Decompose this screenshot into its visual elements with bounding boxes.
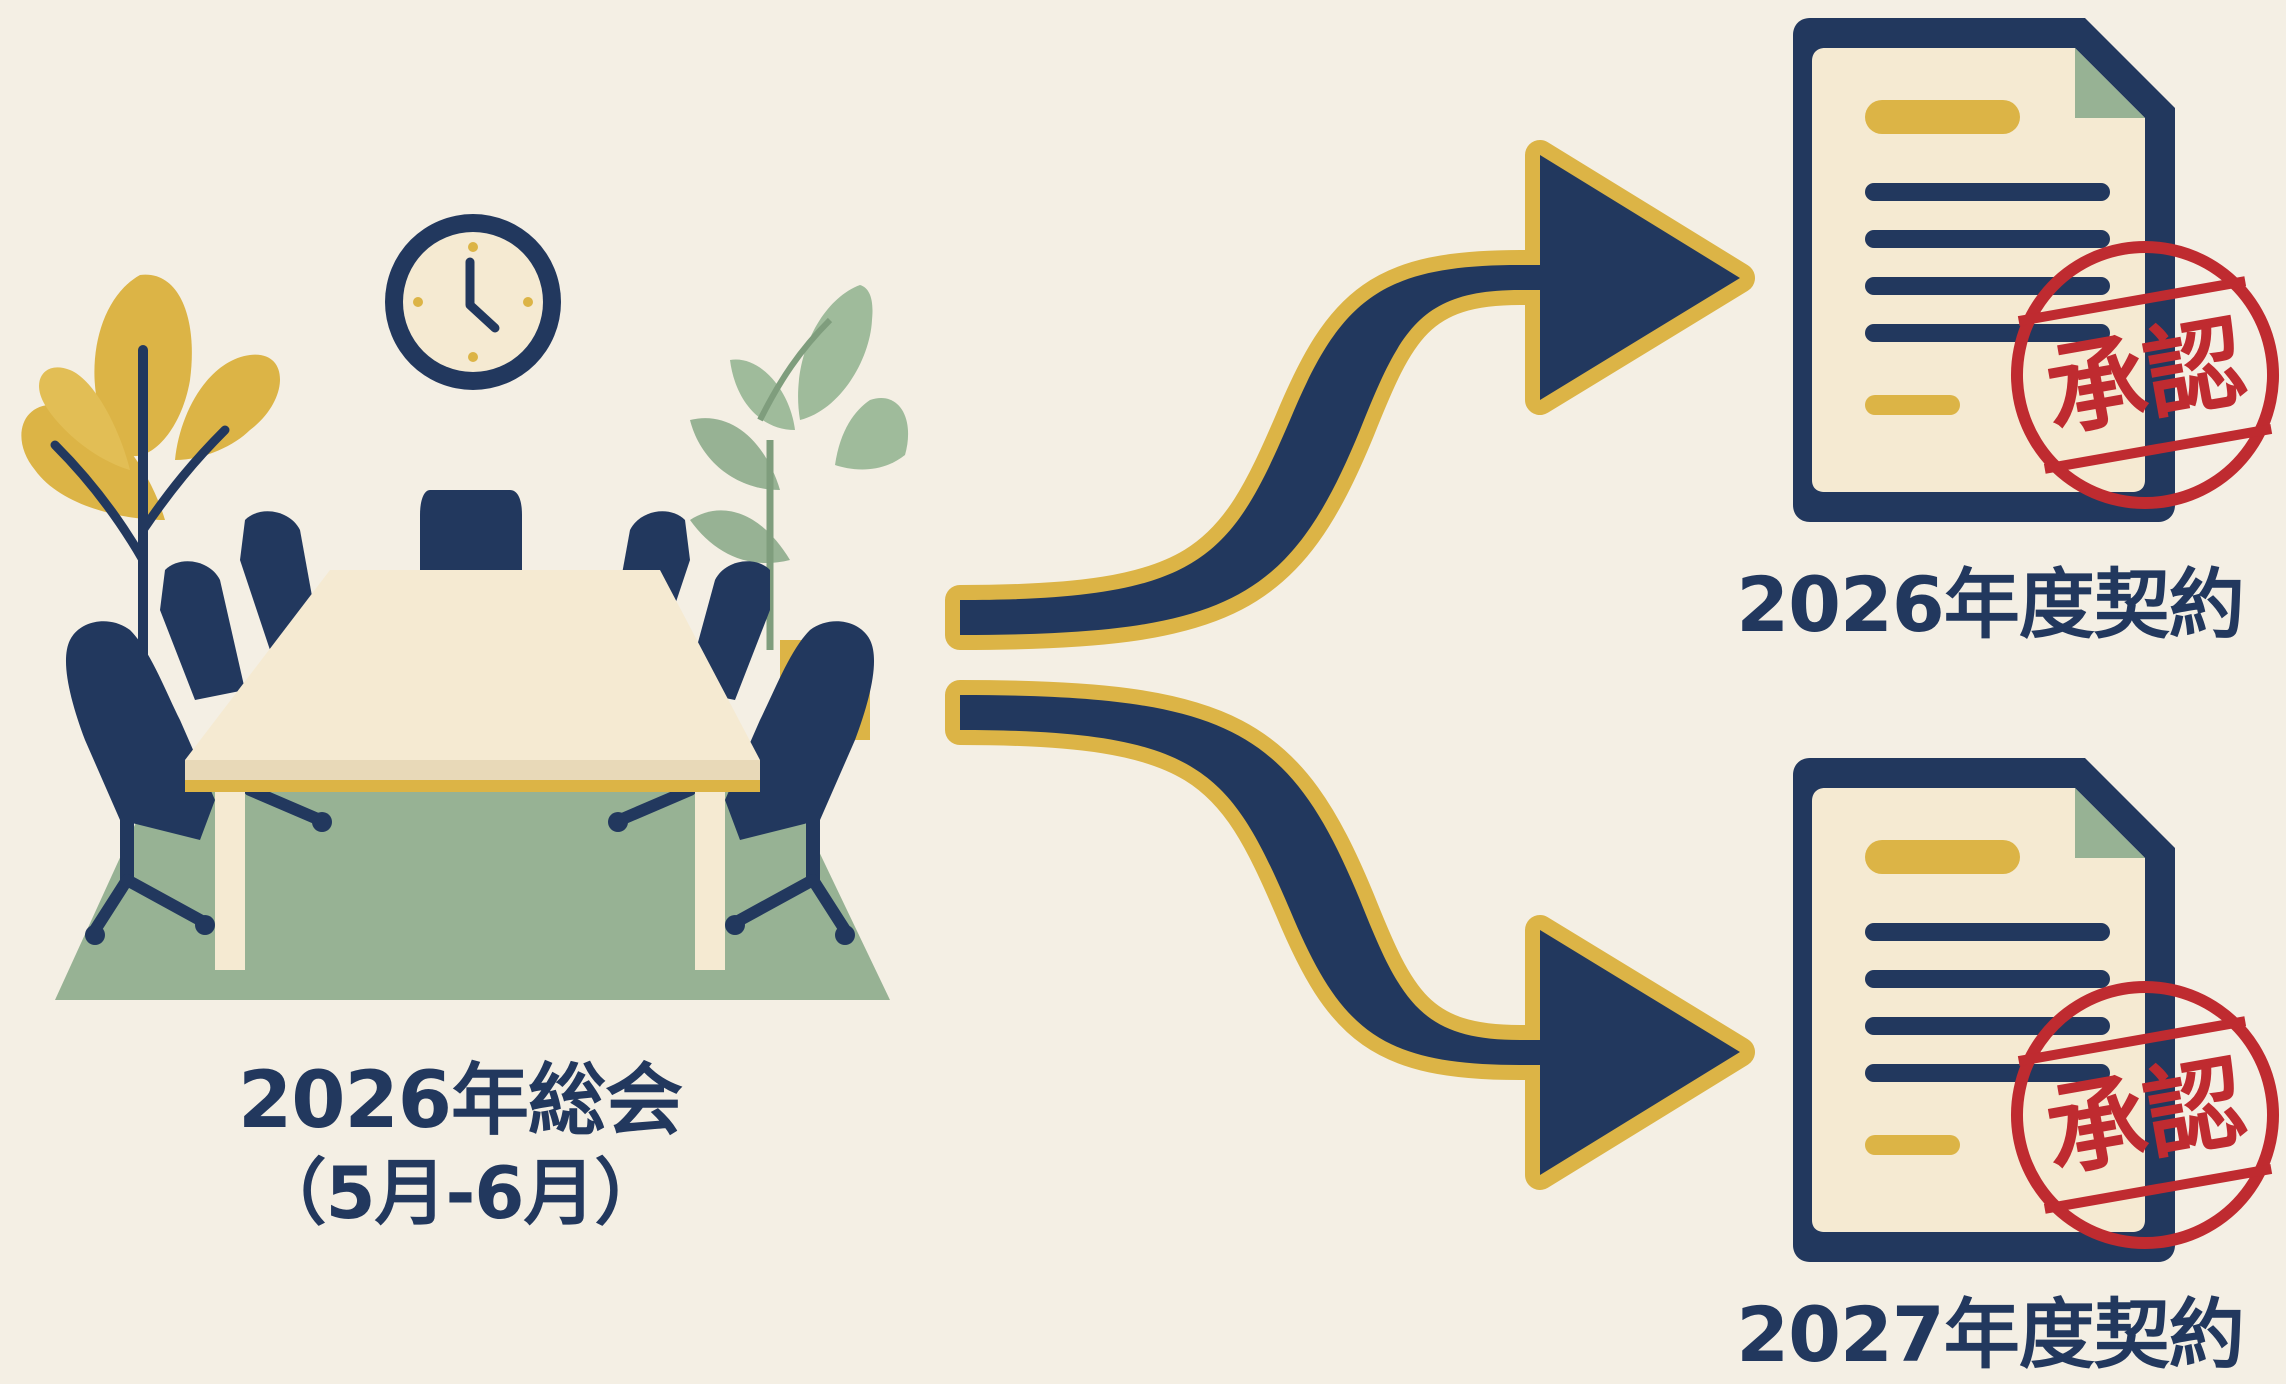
lower-arrow: [945, 680, 1755, 1190]
upper-arrow: [945, 140, 1755, 650]
meeting-period: （5月-6月）: [254, 1151, 666, 1235]
meeting-label: 2026年総会 （5月-6月）: [180, 1055, 740, 1239]
left-plant: [21, 274, 280, 745]
contract-2027-label: 2027年度契約: [1736, 1290, 2245, 1379]
contract-2026-label: 2026年度契約: [1736, 560, 2245, 649]
meeting-title: 2026年総会: [237, 1056, 683, 1146]
conference-table: [185, 570, 760, 970]
contract-document-2026: 承認: [1793, 18, 2279, 522]
meeting-room-illustration: [21, 214, 909, 1000]
wall-clock-icon: [385, 214, 561, 390]
contract-document-2027: 承認: [1793, 758, 2279, 1262]
meeting-rug: [55, 770, 890, 1000]
